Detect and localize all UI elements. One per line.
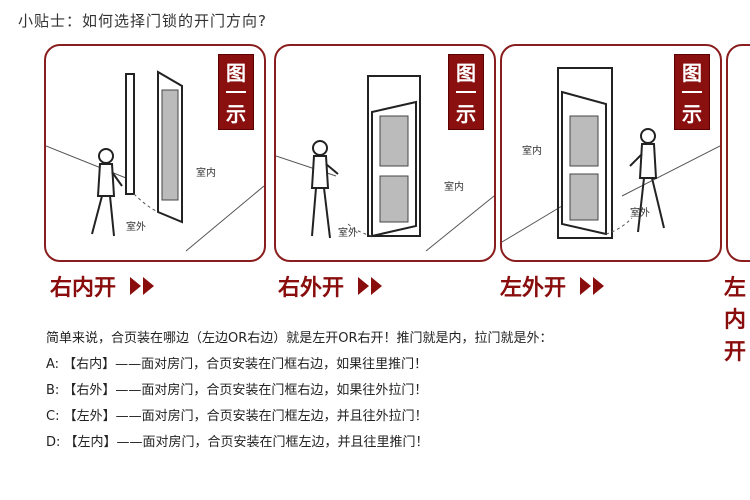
caption-left-inward: 左内开 — [724, 275, 747, 365]
outside-label: 室外 — [630, 208, 650, 219]
inside-label: 室内 — [444, 182, 464, 193]
caption-right-inward: 右内开 — [50, 270, 156, 302]
caption-left-outward: 左外开 — [500, 270, 606, 302]
description-line-c: C: 【左外】——面对房门，合页安装在门框左边，并且往外拉门！ — [46, 409, 428, 424]
badge: 图示 — [448, 54, 484, 130]
inside-label: 室内 — [196, 168, 216, 179]
outside-label: 室外 — [338, 228, 358, 239]
badge: 图示 — [674, 54, 710, 130]
caption-right-outward: 右外开 — [278, 270, 384, 302]
tip-title: 小贴士：如何选择门锁的开门方向? — [18, 12, 267, 30]
description-line-d: D: 【左内】——面对房门，合页安装在门框左边，并且往里推门！ — [46, 435, 429, 450]
panel-left-inward — [726, 44, 750, 262]
panel-right-outward: 图示 室内 室外 — [274, 44, 496, 262]
door-illustration — [276, 75, 494, 252]
panel-left-outward: 图示 室内 室外 — [500, 44, 722, 262]
person-illustration — [310, 140, 339, 239]
person-illustration — [91, 148, 123, 237]
inside-label: 室内 — [522, 146, 542, 157]
chevron-right-icon — [130, 277, 156, 295]
door-illustration — [502, 67, 720, 243]
person-illustration — [629, 128, 665, 233]
chevron-right-icon — [358, 277, 384, 295]
description: 简单来说，合页装在哪边（左边OR右边）就是左开OR右开！推门就是内，拉门就是外：… — [46, 326, 736, 456]
badge: 图示 — [218, 54, 254, 130]
chevron-right-icon — [580, 277, 606, 295]
outside-label: 室外 — [126, 222, 146, 233]
description-intro: 简单来说，合页装在哪边（左边OR右边）就是左开OR右开！推门就是内，拉门就是外： — [46, 331, 553, 346]
description-line-a: A: 【右内】——面对房门，合页安装在门框右边，如果往里推门！ — [46, 357, 428, 372]
description-line-b: B: 【右外】——面对房门，合页安装在门框右边，如果往外拉门！ — [46, 383, 428, 398]
panel-right-inward: 图示 室内 室外 — [44, 44, 266, 262]
door-illustration — [46, 70, 264, 252]
